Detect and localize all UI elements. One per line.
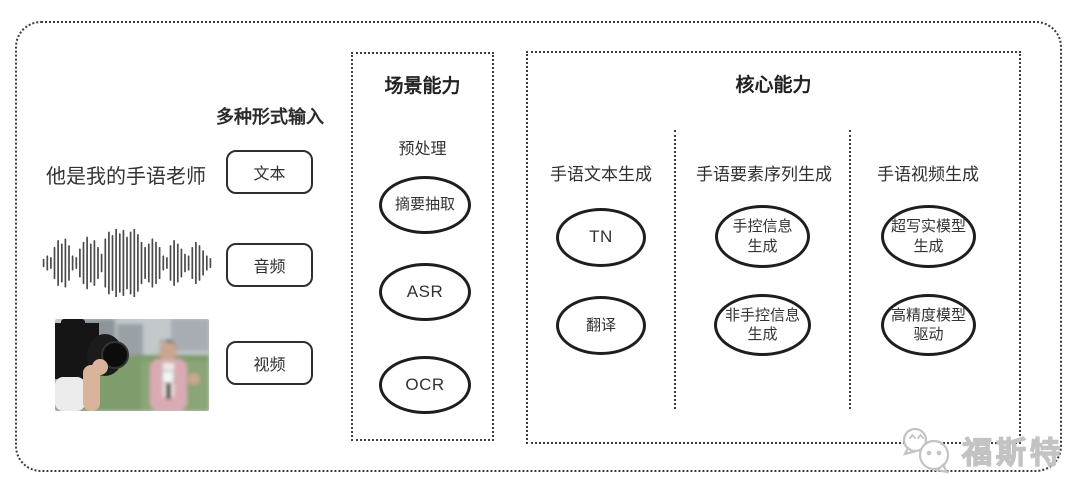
node-tn: TN	[556, 208, 646, 267]
input-type-audio-node: 音频	[226, 243, 313, 287]
column-header-sign-video: 手语视频生成	[877, 165, 979, 184]
chat-bubbles-logo-icon	[902, 427, 950, 474]
scene-box-title: 场景能力	[384, 76, 461, 97]
node-asr: ASR	[379, 263, 471, 321]
column-header-sign-sequence: 手语要素序列生成	[696, 165, 832, 184]
input-section-label: 多种形式输入	[216, 107, 324, 127]
input-type-video-node: 视频	[226, 341, 313, 385]
scene-capability-box: 场景能力 预处理 摘要抽取 ASR OCR	[351, 52, 494, 441]
preprocess-label: 预处理	[398, 141, 447, 158]
node-non-manual-info-generation: 非手控信息 生成	[714, 294, 811, 356]
watermark: 福斯特	[898, 425, 1064, 475]
node-hyperrealistic-model-generation: 超写实模型 生成	[881, 205, 976, 268]
core-capability-box: 核心能力 手语文本生成 手语要素序列生成 手语视频生成 TN 翻译 手控信息 生…	[526, 51, 1021, 444]
node-high-precision-model-driving: 高精度模型 驱动	[881, 294, 976, 356]
node-ocr: OCR	[379, 356, 471, 414]
text-input-example: 他是我的手语老师	[46, 166, 206, 188]
node-summary-extraction: 摘要抽取	[379, 176, 471, 234]
video-input-example-image	[55, 319, 209, 411]
outer-border	[15, 21, 1062, 472]
column-header-sign-text: 手语文本生成	[550, 165, 652, 184]
node-manual-info-generation: 手控信息 生成	[715, 205, 810, 268]
column-divider-1	[674, 130, 676, 409]
audio-waveform-icon	[42, 229, 212, 297]
input-type-text-node: 文本	[226, 150, 313, 194]
column-divider-2	[849, 130, 851, 409]
watermark-text: 福斯特	[961, 436, 1064, 470]
node-translation: 翻译	[556, 296, 646, 355]
camera-silhouette	[55, 319, 129, 411]
core-box-title: 核心能力	[735, 75, 812, 96]
